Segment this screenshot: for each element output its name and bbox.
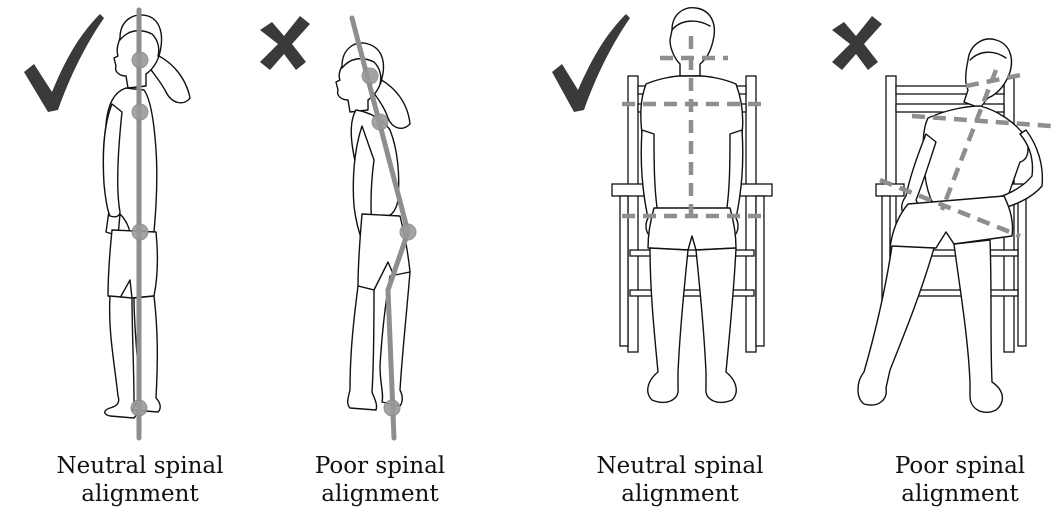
joint-ear [132, 52, 148, 68]
panel-seated-poor: Poor spinal alignment [820, 0, 1051, 512]
joint-shoulder [372, 114, 388, 130]
checkmark-icon [552, 14, 630, 112]
seated-neutral-figure [550, 0, 800, 450]
joint-ear [362, 68, 378, 84]
caption-seated-poor: Poor spinal alignment [870, 452, 1050, 508]
panel-standing-neutral: Neutral spinal alignment [0, 0, 260, 512]
caption-standing-poor: Poor spinal alignment [280, 452, 480, 508]
joint-ankle [131, 400, 147, 416]
standing-poor-figure [250, 0, 510, 450]
caption-seated-neutral: Neutral spinal alignment [570, 452, 790, 508]
cross-icon [832, 16, 882, 70]
checkmark-icon [24, 14, 104, 112]
joint-hip [132, 224, 148, 240]
cross-icon [260, 16, 310, 70]
panel-standing-poor: Poor spinal alignment [250, 0, 510, 512]
standing-figure [103, 15, 190, 418]
panel-seated-neutral: Neutral spinal alignment [550, 0, 800, 512]
joint-shoulder [132, 104, 148, 120]
joint-hip [400, 224, 416, 240]
seated-poor-figure [820, 0, 1051, 450]
joint-ankle [384, 400, 400, 416]
standing-neutral-figure [0, 0, 260, 450]
caption-standing-neutral: Neutral spinal alignment [20, 452, 260, 508]
